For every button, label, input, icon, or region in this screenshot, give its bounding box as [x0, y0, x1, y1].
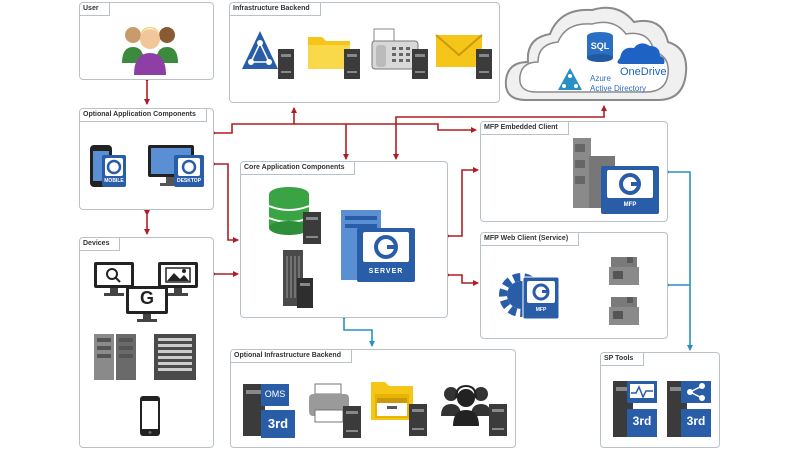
user-group-icon	[122, 27, 178, 75]
link-core-mfp-web	[445, 272, 479, 286]
application-server-icon: SERVER	[337, 206, 419, 286]
mfp-label: MFP	[623, 202, 637, 208]
fax-server-icon	[371, 28, 428, 79]
cloud-onedrive-label: OneDrive	[620, 66, 667, 78]
mfp-embedded-icon: MFP	[571, 130, 663, 220]
share-tool-icon: 3rd	[665, 377, 715, 443]
archive-server-icon	[371, 382, 427, 436]
mobile-label: MOBILE	[104, 178, 124, 184]
cloud-azure-label-1: Azure	[590, 74, 611, 83]
print-server-icon	[309, 383, 361, 438]
support-team-server-icon	[441, 384, 507, 436]
printer-icon-top	[609, 257, 639, 285]
smartphone-icon	[140, 396, 160, 436]
panel-title: Devices	[80, 238, 121, 251]
link-core-optional-infra	[341, 315, 375, 347]
third-party-label: 3rd	[267, 416, 289, 431]
mfp-web-service-icon: MFP	[495, 263, 561, 327]
monitoring-tool-icon: 3rd	[611, 377, 661, 443]
onedrive-icon	[617, 43, 665, 64]
mfp-embedded-client-panel: MFP Embedded Client MFP	[480, 121, 668, 222]
link-optional-app-core	[211, 161, 239, 243]
link-core-mfp-embedded	[445, 167, 479, 239]
active-directory-server-icon	[242, 31, 294, 79]
cloud-sql-label: SQL	[590, 41, 610, 51]
server-rack-icon	[94, 334, 136, 380]
oms-label: OMS	[264, 389, 286, 399]
share-icon	[687, 383, 705, 401]
sp-third-label-b: 3rd	[686, 414, 706, 428]
desktop-client-icon: DESKTOP	[146, 141, 208, 193]
devices-panel: Devices G	[79, 237, 214, 448]
printer-icon-bottom	[609, 297, 639, 325]
core-application-panel: Core Application Components SERVER	[240, 161, 448, 318]
panel-title: SP Tools	[601, 353, 645, 366]
azure-ad-icon	[558, 68, 582, 90]
desktop-label: DESKTOP	[176, 178, 202, 184]
server-label: SERVER	[368, 268, 404, 275]
email-server-icon	[435, 34, 492, 79]
cloud-services-icon	[504, 6, 688, 101]
storage-rack-icon	[154, 334, 196, 380]
panel-title: Infrastructure Backend	[230, 3, 321, 16]
sp-tools-panel: SP Tools 3rd 3rd	[600, 352, 720, 448]
link-bus-infra	[211, 107, 297, 136]
oms-server-icon: OMS 3rd	[241, 378, 299, 442]
panel-title: MFP Embedded Client	[481, 122, 569, 135]
infrastructure-backend-panel: Infrastructure Backend	[229, 2, 500, 103]
user-panel: User	[79, 2, 214, 80]
database-server-icon	[268, 187, 321, 244]
search-monitor-icon	[94, 262, 134, 296]
image-monitor-icon	[158, 262, 198, 296]
link-mfp-sp-tools	[665, 169, 693, 351]
panel-title: Optional Infrastructure Backend	[231, 350, 352, 363]
sp-third-label-a: 3rd	[632, 414, 652, 428]
panel-title: User	[80, 3, 110, 16]
g-monitor-icon: G	[124, 284, 170, 324]
mfp-web-label: MFP	[535, 307, 547, 313]
optional-application-panel: Optional Application Components MOBILE D…	[79, 108, 214, 210]
optional-infrastructure-panel: Optional Infrastructure Backend OMS 3rd	[230, 349, 516, 448]
mobile-client-icon: MOBILE	[88, 143, 128, 193]
panel-title: Core Application Components	[241, 162, 356, 175]
server-tower-icon	[283, 250, 313, 308]
sql-icon	[587, 32, 613, 62]
file-server-icon	[308, 37, 360, 79]
panel-title: Optional Application Components	[80, 109, 207, 122]
panel-title: MFP Web Client (Service)	[481, 233, 580, 246]
device-g-label: G	[139, 288, 154, 308]
mfp-web-client-panel: MFP Web Client (Service) MFP	[480, 232, 668, 339]
cloud-azure-label-2: Active Directory	[590, 84, 647, 93]
